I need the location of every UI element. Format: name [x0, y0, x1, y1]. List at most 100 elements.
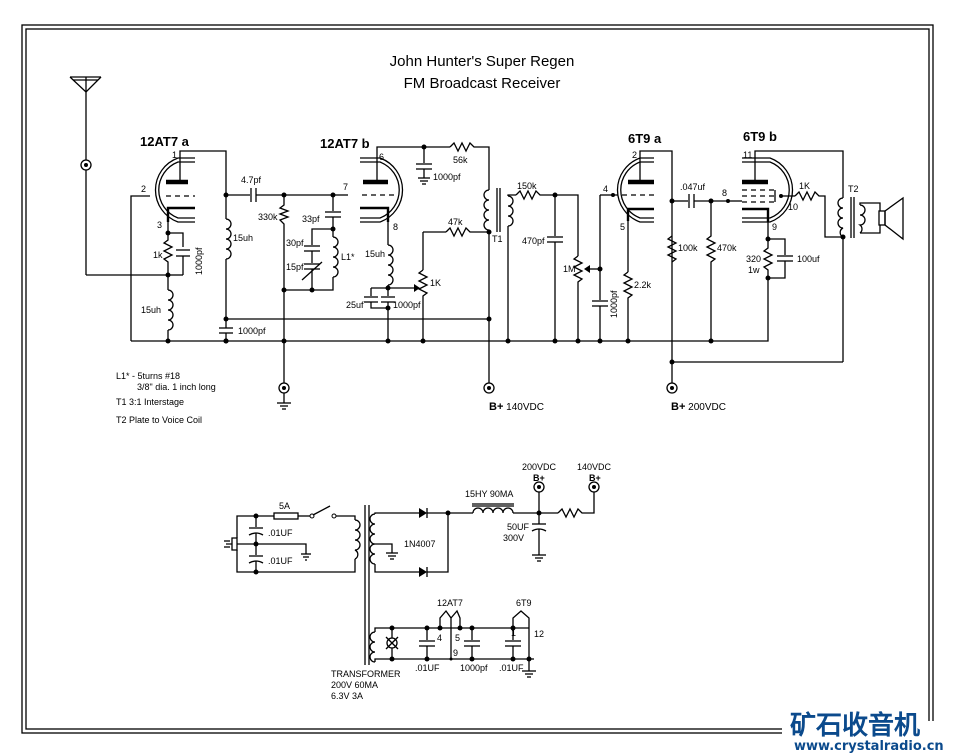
schematic-title: John Hunter's Super Regen FM Broadcast R…	[390, 53, 575, 92]
watermark-chinese: 矿石收音机	[790, 710, 920, 741]
pin-label: 1	[172, 150, 177, 160]
label-l1: L1*	[341, 252, 355, 262]
b-plus-label: B+	[589, 473, 601, 483]
label-t1: T1	[492, 234, 503, 244]
b-plus-label: B+	[489, 401, 503, 413]
potentiometer-1m	[572, 255, 584, 341]
resistor-56k	[449, 141, 490, 190]
label-470k: 470k	[717, 243, 737, 253]
label-1000pf: 1000pf	[433, 172, 461, 182]
inductor-15uh-b	[225, 218, 232, 260]
label-transformer-hv: 200V 60MA	[331, 680, 378, 690]
resistor-2-2k	[622, 271, 634, 341]
label-12at7-heater: 12AT7	[437, 598, 463, 608]
pin-label: 3	[157, 220, 162, 230]
diode-icon	[419, 567, 427, 577]
title-line2: FM Broadcast Receiver	[404, 75, 561, 92]
power-switch-icon[interactable]	[309, 505, 337, 519]
tube-6t9-b: 6T9 b 11 10 9	[742, 129, 798, 232]
label-4-7pf: 4.7pf	[241, 175, 262, 185]
resistor-dropping	[557, 489, 595, 519]
label-1000pf: 1000pf	[460, 663, 488, 673]
transformer-t2: T2	[837, 184, 866, 238]
inductor-l1	[332, 236, 339, 278]
watermark: 矿石收音机 www.crystalradio.cn	[782, 710, 957, 756]
label-330k: 330k	[258, 212, 278, 222]
b-plus-label: B+	[671, 401, 685, 413]
pin-label: 6	[379, 152, 384, 162]
tube-label-12at7-a: 12AT7 a	[140, 134, 190, 149]
label-1k-b: 1K	[799, 181, 810, 191]
label-100k: 100k	[678, 243, 698, 253]
note-t2: T2 Plate to Voice Coil	[116, 415, 202, 425]
label-01uf: .01UF	[268, 556, 293, 566]
resistor-150k	[515, 189, 555, 201]
resistor-47k	[445, 226, 489, 238]
svg-text:B+ 140VDC: B+ 140VDC	[489, 401, 544, 413]
resistor-100k	[666, 235, 678, 263]
power-supply: .01UF .01UF 5A 1N4007	[224, 489, 595, 665]
antenna-icon	[69, 76, 102, 275]
label-01uf: .01UF	[415, 663, 440, 673]
note-l1-line2: 3/8" dia. 1 inch long	[137, 382, 216, 392]
tube-label-12at7-b: 12AT7 b	[320, 136, 370, 151]
pin-label: 4	[603, 184, 608, 194]
label-t2: T2	[848, 184, 859, 194]
label-1000pf: 1000pf	[393, 300, 421, 310]
resistor-320	[762, 239, 774, 278]
label-01uf: .01UF	[268, 528, 293, 538]
label-140vdc: 140VDC	[577, 462, 612, 472]
b-plus-140-value: 140VDC	[506, 402, 544, 413]
fuse-icon	[273, 512, 299, 520]
note-l1-line1: L1* - 5turns #18	[116, 371, 180, 381]
inductor-15uh-a	[167, 289, 174, 331]
b-plus-200-value: 200VDC	[688, 402, 726, 413]
pin-label: 9	[453, 648, 458, 658]
label-50uf: 50UF	[507, 522, 530, 532]
label-25uf: 25uf	[346, 300, 364, 310]
b-plus-200-terminal[interactable]: B+ 200VDC	[666, 382, 726, 413]
label-transformer-lv: 6.3V 3A	[331, 691, 363, 701]
title-line1: John Hunter's Super Regen	[390, 53, 575, 70]
pin-label: 5	[455, 633, 460, 643]
label-choke: 15HY 90MA	[465, 489, 513, 499]
pin-label: 5	[620, 222, 625, 232]
inductor-15uh-c	[387, 244, 394, 286]
label-320: 320	[746, 254, 761, 264]
label-150k: 150k	[517, 181, 537, 191]
label-56k: 56k	[453, 155, 468, 165]
speaker-icon	[878, 196, 904, 241]
resistor-330k	[278, 195, 290, 290]
heater-circuit: .01UF 12AT7 4 5 9 1000pf 6T9 1 12 .01UF	[369, 598, 544, 678]
label-2-2k: 2.2k	[634, 280, 652, 290]
output-200vdc-terminal[interactable]: 200VDC B+	[522, 462, 557, 493]
note-t1: T1 3:1 Interstage	[116, 397, 184, 407]
tube-12at7-b: 12AT7 b 6 8	[320, 136, 404, 232]
b-plus-140-terminal[interactable]: B+ 140VDC	[483, 382, 544, 413]
tube-label-6t9-b: 6T9 b	[743, 129, 777, 144]
pin-label: 8	[393, 222, 398, 232]
component-notes: L1* - 5turns #18 3/8" dia. 1 inch long T…	[116, 371, 216, 425]
label-100uf: 100uf	[797, 254, 820, 264]
pin-label: 7	[343, 182, 348, 192]
label-1000pf: 1000pf	[238, 326, 266, 336]
label-1k: 1k	[153, 250, 163, 260]
pin-label: 11	[743, 150, 752, 160]
pin-label: 9	[772, 222, 777, 232]
output-140vdc-terminal[interactable]: 140VDC B+	[577, 462, 612, 493]
pin-label: 4	[437, 633, 442, 643]
ac-plug-icon	[224, 537, 238, 551]
pilot-lamp-icon	[385, 636, 399, 650]
label-300v: 300V	[503, 533, 524, 543]
pin-label: 10	[788, 202, 798, 212]
ground-terminal[interactable]	[277, 382, 291, 410]
border-frame	[21, 24, 934, 734]
choke-icon	[472, 507, 514, 514]
pin-label: 8	[722, 188, 727, 198]
label-6t9-heater: 6T9	[516, 598, 532, 608]
label-1000pf: 1000pf	[609, 290, 619, 318]
pin-label: 1	[511, 628, 516, 638]
label-200vdc: 200VDC	[522, 462, 557, 472]
tube-12at7-a: 12AT7 a 1 2 3	[140, 134, 195, 230]
